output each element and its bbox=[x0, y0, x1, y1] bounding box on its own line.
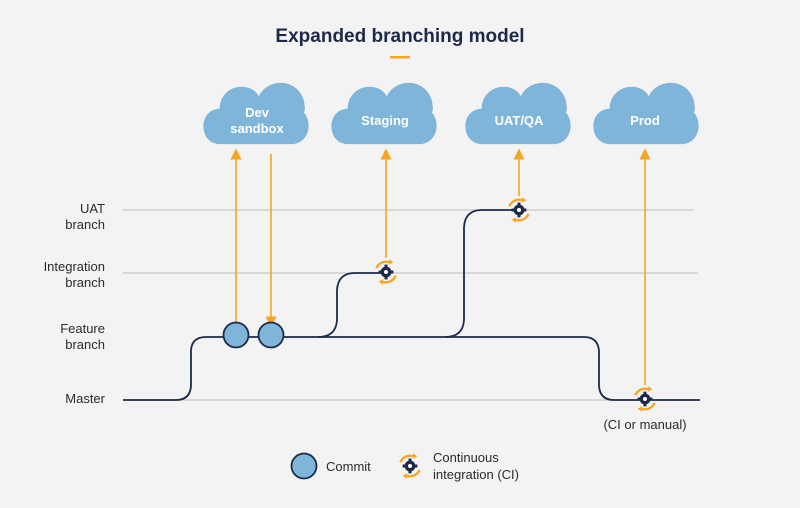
cloud-label: Prod bbox=[630, 113, 660, 128]
cloud-prod: Prod bbox=[593, 82, 699, 145]
master-feature-branch-line bbox=[123, 336, 700, 401]
cloud-label-line: Dev bbox=[245, 105, 270, 120]
ci-gear-cycle-icon bbox=[399, 452, 421, 480]
ci-gear-cycle-icon bbox=[375, 258, 397, 286]
cloud-label: Staging bbox=[361, 113, 409, 128]
lane-label-feature: Feature bbox=[60, 321, 105, 336]
lane-label-integration: Integration bbox=[44, 259, 105, 274]
cloud-staging: Staging bbox=[331, 82, 437, 145]
ci-gear-cycle-icon bbox=[634, 385, 656, 413]
cloud-dev-sandbox: Dev sandbox bbox=[203, 82, 309, 145]
commit-node bbox=[257, 321, 285, 349]
legend-commit-label: Commit bbox=[326, 459, 371, 474]
prod-deploy-note: (CI or manual) bbox=[603, 417, 686, 432]
lane-label-master: Master bbox=[65, 391, 105, 406]
branch-lines bbox=[123, 209, 700, 401]
cloud-label-line: sandbox bbox=[230, 121, 284, 136]
page-title: Expanded branching model bbox=[275, 26, 524, 47]
uat-branch-line bbox=[444, 209, 519, 338]
lane-label-feature: branch bbox=[65, 337, 105, 352]
legend-ci-label: Continuous bbox=[433, 450, 499, 465]
cloud-uat-qa: UAT/QA bbox=[465, 82, 571, 145]
title-underline bbox=[390, 56, 410, 59]
lane-label-integration: branch bbox=[65, 275, 105, 290]
commit-circle-icon bbox=[290, 452, 318, 480]
deploy-arrows bbox=[230, 148, 651, 385]
legend: Commit Continuous integration (CI) bbox=[290, 450, 519, 482]
commit-node bbox=[222, 321, 250, 349]
lane-label-uat: branch bbox=[65, 217, 105, 232]
cloud-label: UAT/QA bbox=[495, 113, 544, 128]
legend-ci-label: integration (CI) bbox=[433, 467, 519, 482]
ci-gear-cycle-icon bbox=[508, 196, 530, 224]
lane-label-uat: UAT bbox=[80, 201, 105, 216]
integration-branch-line bbox=[317, 272, 386, 338]
